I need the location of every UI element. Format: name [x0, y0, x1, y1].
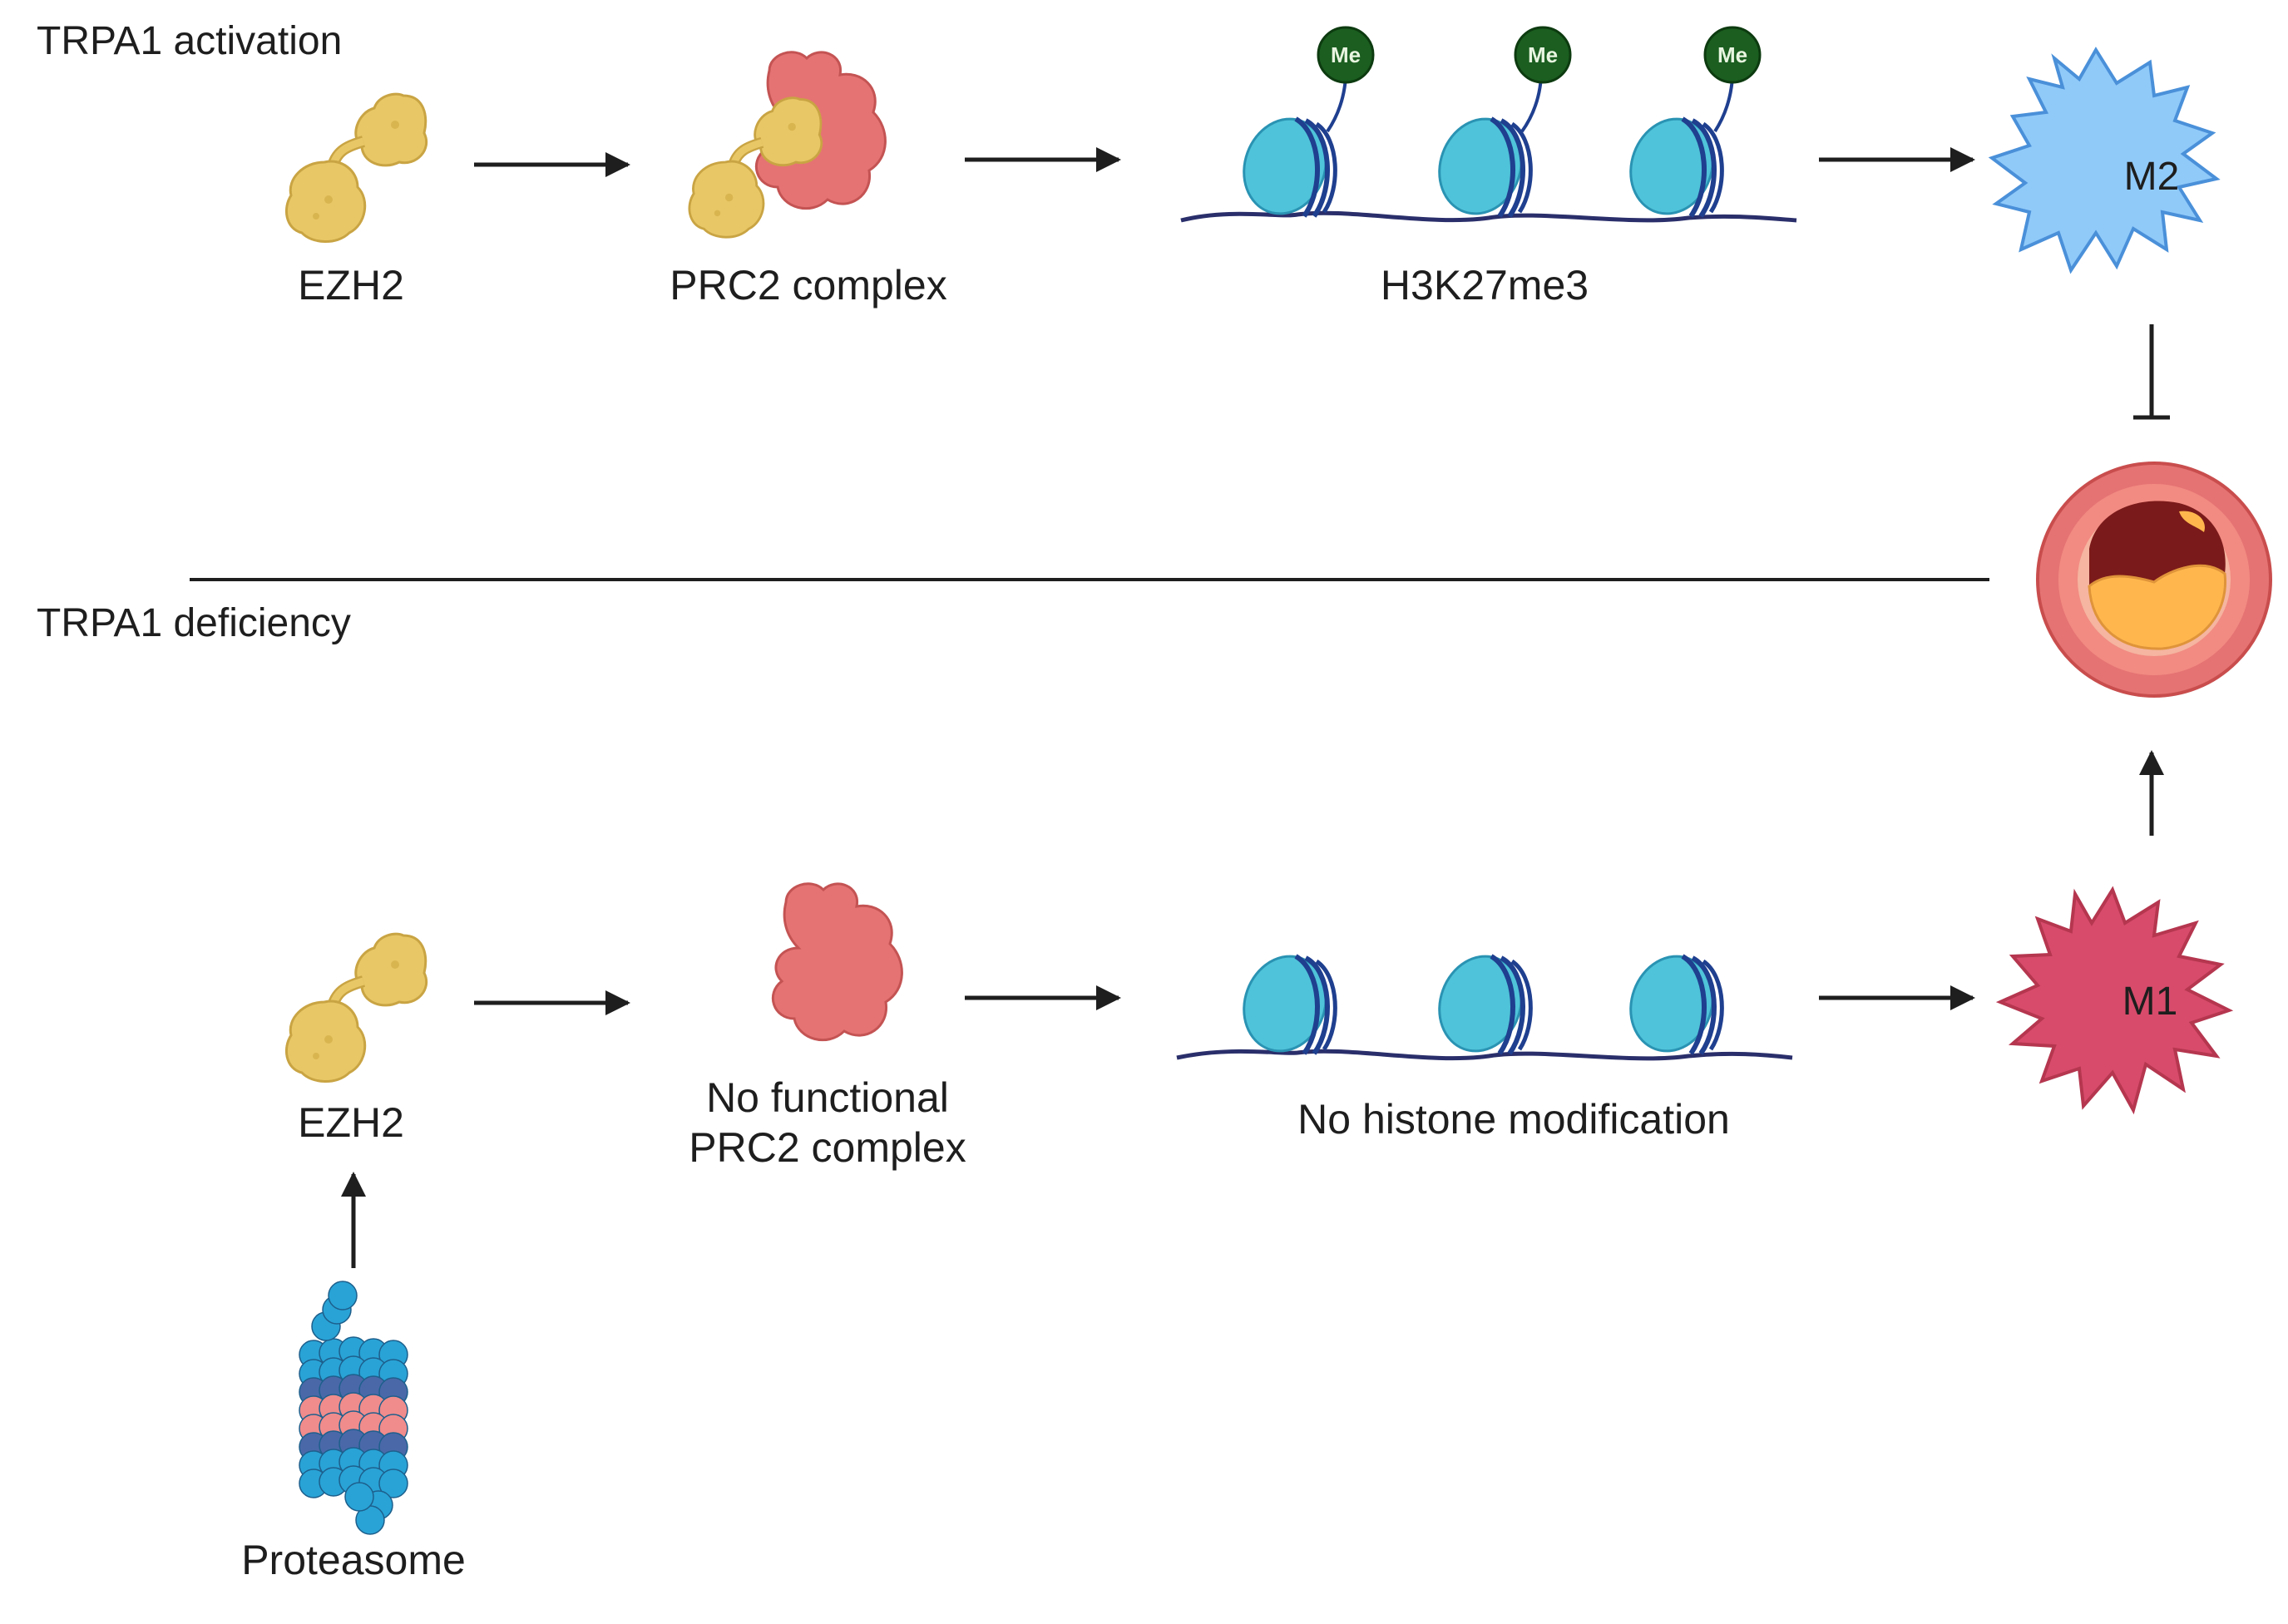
ezh2-label-top: EZH2	[298, 262, 404, 309]
svg-text:Me: Me	[1331, 42, 1361, 67]
ezh2-protein-top	[286, 94, 426, 241]
svg-text:Me: Me	[1717, 42, 1747, 67]
histone-label-bottom: No histone modification	[1297, 1096, 1730, 1143]
prc2-label-bottom: No functional PRC2 complex	[620, 1073, 1035, 1172]
prc2-nonfunctional	[771, 882, 904, 1042]
svg-text:Me: Me	[1528, 42, 1558, 67]
proteasome-label: Proteasome	[241, 1537, 466, 1583]
section-title-activation: TRPA1 activation	[37, 19, 343, 63]
nucleosome-top-2	[1426, 107, 1534, 225]
h3k27me3-label: H3K27me3	[1380, 262, 1589, 309]
prc2-complex-top	[689, 51, 887, 237]
methyl-tag-2: Me	[1514, 26, 1572, 84]
prc2-label-line2: PRC2 complex	[689, 1124, 966, 1171]
nucleosome-bottom-2	[1426, 945, 1534, 1063]
svg-text:M1: M1	[2122, 980, 2178, 1024]
svg-text:M2: M2	[2124, 155, 2180, 199]
atherosclerotic-plaque-icon	[2036, 462, 2272, 698]
methyl-tag-3: Me	[1703, 26, 1762, 84]
nucleosome-bottom-1	[1231, 945, 1339, 1063]
unmodified-chromatin	[1176, 945, 1793, 1063]
ezh2-protein-bottom	[286, 934, 426, 1081]
section-title-deficiency: TRPA1 deficiency	[37, 601, 351, 645]
prc2-label-line1: No functional	[706, 1074, 949, 1121]
proteasome-icon	[299, 1281, 408, 1535]
ezh2-label-bottom: EZH2	[298, 1099, 404, 1146]
methyl-tag-1: Me	[1317, 26, 1375, 84]
m1-macrophage: M1	[1995, 886, 2234, 1115]
prc2-label-top: PRC2 complex	[670, 262, 947, 309]
nucleosome-bottom-3	[1618, 945, 1726, 1063]
nucleosome-top-1	[1231, 107, 1339, 225]
nucleosome-top-3	[1618, 107, 1726, 225]
methylated-chromatin: Me Me Me	[1180, 26, 1797, 225]
m2-macrophage: M2	[1988, 47, 2221, 274]
